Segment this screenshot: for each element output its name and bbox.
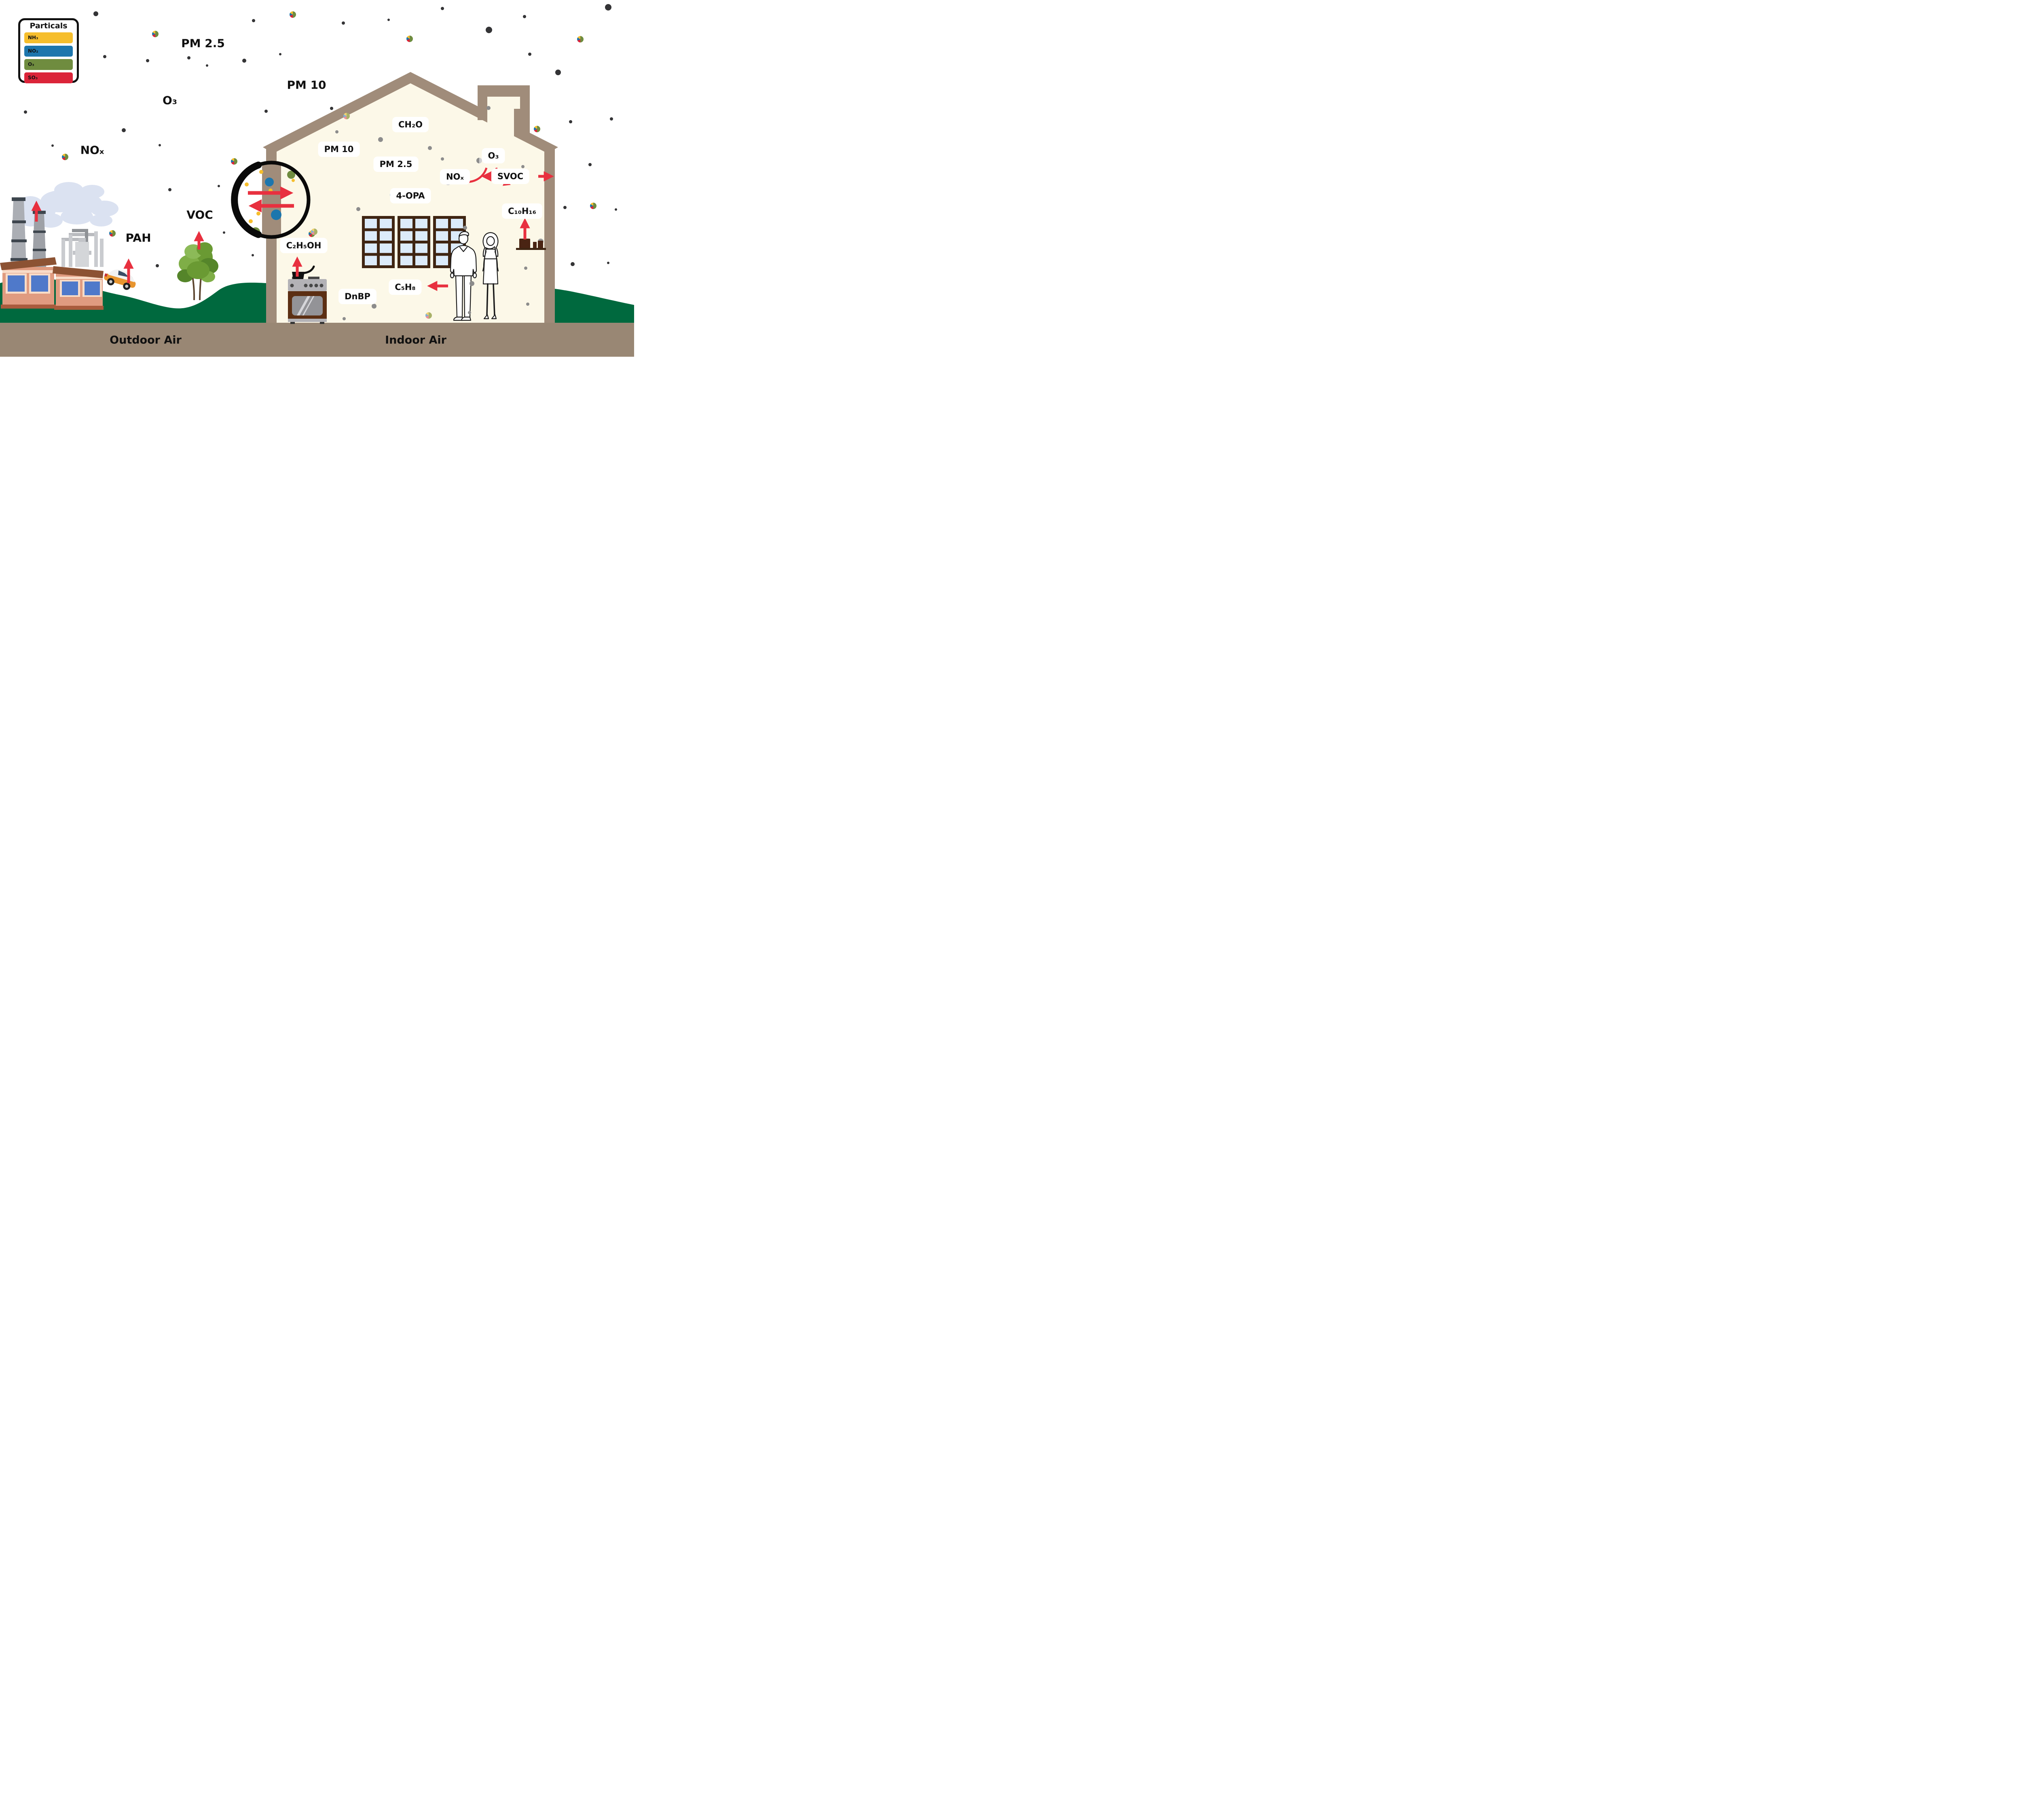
infographic-canvas: Particals NH₃ NO₂ O₃ SO₃ PM 2.5 PM 10 O₃ NO…: [0, 0, 634, 357]
window-pane: [365, 219, 377, 229]
window-pane: [380, 256, 392, 265]
window-pane: [400, 219, 412, 229]
window-pane: [436, 219, 448, 229]
labels-layer: Particals NH₃ NO₂ O₃ SO₃ PM 2.5 PM 10 O₃ NO…: [0, 0, 634, 357]
legend-item: NO₂: [24, 46, 73, 57]
label-limonene: C₁₀H₁₆: [502, 203, 542, 219]
legend-rows: NH₃ NO₂ O₃ SO₃: [20, 32, 77, 83]
window-pane: [380, 243, 392, 253]
magnifier: [231, 161, 311, 239]
window-pane: [415, 231, 427, 241]
ground-strip: [0, 323, 634, 357]
label-4opa: 4-OPA: [390, 188, 431, 203]
legend-item: SO₃: [24, 72, 73, 83]
magnifier-ring-thick: [231, 161, 262, 238]
label-nox-outdoor: NOₓ: [80, 143, 104, 157]
label-pm10-outdoor: PM 10: [287, 78, 326, 92]
house-roof-left: [263, 72, 410, 153]
label-pah: PAH: [125, 231, 151, 245]
legend-item: NH₃: [24, 32, 73, 43]
label-pm25-outdoor: PM 2.5: [181, 36, 225, 50]
label-nox-indoor: NOₓ: [440, 169, 470, 184]
factory-pipes: [61, 229, 104, 267]
label-ch2o: CH₂O: [392, 117, 429, 132]
factory-building-1: [0, 257, 57, 309]
factory-building-2: [53, 266, 104, 310]
label-o3-outdoor: O₃: [162, 93, 178, 107]
stove: [288, 265, 327, 324]
window-pane: [380, 219, 392, 229]
window-pane: [365, 243, 377, 253]
label-ethanol: C₂H₅OH: [280, 238, 328, 253]
label-pm25-indoor: PM 2.5: [373, 157, 419, 172]
window-pane: [415, 256, 427, 265]
label-svoc: SVOC: [491, 169, 530, 184]
house-windows: [362, 216, 466, 268]
window-pane: [415, 243, 427, 253]
window-pane: [436, 243, 448, 253]
window-pane: [365, 231, 377, 241]
window-pane: [400, 243, 412, 253]
window-pane: [400, 256, 412, 265]
window-pane: [380, 231, 392, 241]
label-isoprene: C₅H₈: [389, 279, 422, 295]
window-pane: [415, 219, 427, 229]
factory-chimney-1: [11, 197, 27, 276]
man-figure: [450, 231, 477, 321]
legend-box: Particals NH₃ NO₂ O₃ SO₃: [18, 18, 79, 83]
diffuser-shelf: [516, 239, 546, 250]
label-o3-indoor: O₃: [482, 148, 505, 163]
zone-label-indoor: Indoor Air: [385, 334, 446, 347]
woman-figure: [482, 232, 499, 320]
window-pane: [436, 256, 448, 265]
label-voc: VOC: [186, 208, 213, 222]
factory: [0, 182, 118, 310]
window-pane: [400, 231, 412, 241]
window-panes: [365, 219, 463, 265]
window-pane: [365, 256, 377, 265]
legend-item: O₃: [24, 59, 73, 70]
chimney-flue-stem: [487, 97, 514, 137]
window-pane: [451, 219, 463, 229]
legend-title: Particals: [30, 21, 68, 30]
zone-label-outdoor: Outdoor Air: [110, 334, 182, 347]
label-dnbp: DnBP: [338, 289, 376, 304]
window-pane: [436, 231, 448, 241]
label-pm10-indoor: PM 10: [318, 142, 360, 157]
tree: [177, 242, 218, 301]
